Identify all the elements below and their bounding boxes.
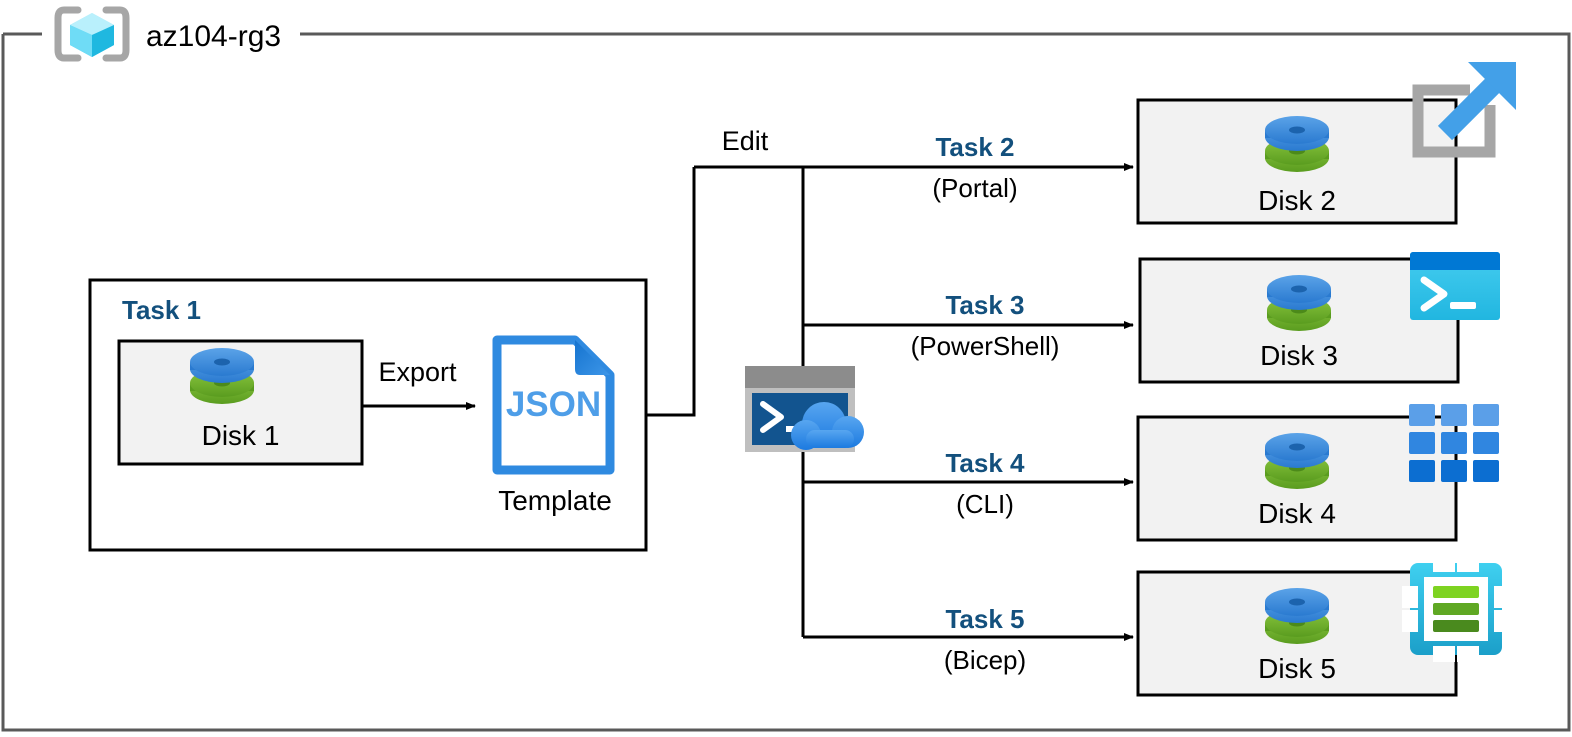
azure-disk-icon-1	[190, 348, 254, 404]
disk5-label: Disk 5	[1258, 653, 1336, 684]
disk3-label: Disk 3	[1260, 340, 1338, 371]
azure-disk-icon-4	[1265, 433, 1329, 489]
task3-heading: Task 3	[945, 290, 1025, 320]
template-label: Template	[498, 485, 612, 516]
azure-portal-icon	[1412, 62, 1516, 158]
export-label: Export	[378, 357, 457, 387]
azure-cli-icon	[1409, 404, 1499, 482]
azure-disk-icon-3	[1267, 275, 1331, 331]
disk4-label: Disk 4	[1258, 498, 1336, 529]
azure-disk-icon-5	[1265, 588, 1329, 644]
task2-subtitle: (Portal)	[932, 173, 1018, 203]
task2-heading: Task 2	[935, 132, 1015, 162]
page-title: az104-rg3	[146, 20, 282, 53]
resource-group-icon	[54, 6, 130, 62]
azure-disk-icon-2	[1265, 116, 1329, 172]
powershell-icon	[1410, 252, 1500, 320]
task4-heading: Task 4	[945, 448, 1025, 478]
template-to-edit-connector	[646, 167, 696, 417]
task3-subtitle: (PowerShell)	[910, 331, 1060, 361]
resource-group-boundary	[1, 32, 1571, 732]
disk2-label: Disk 2	[1258, 185, 1336, 216]
cloud-shell-icon	[745, 366, 864, 452]
task4-subtitle: (CLI)	[956, 489, 1014, 519]
task5-heading: Task 5	[945, 604, 1025, 634]
json-icon-text: JSON	[505, 385, 602, 424]
disk1-label: Disk 1	[201, 420, 280, 451]
task5-subtitle: (Bicep)	[943, 645, 1027, 675]
bicep-icon	[1402, 556, 1510, 662]
json-file-icon	[492, 335, 615, 475]
task1-heading: Task 1	[122, 295, 202, 325]
edit-label: Edit	[721, 126, 769, 156]
